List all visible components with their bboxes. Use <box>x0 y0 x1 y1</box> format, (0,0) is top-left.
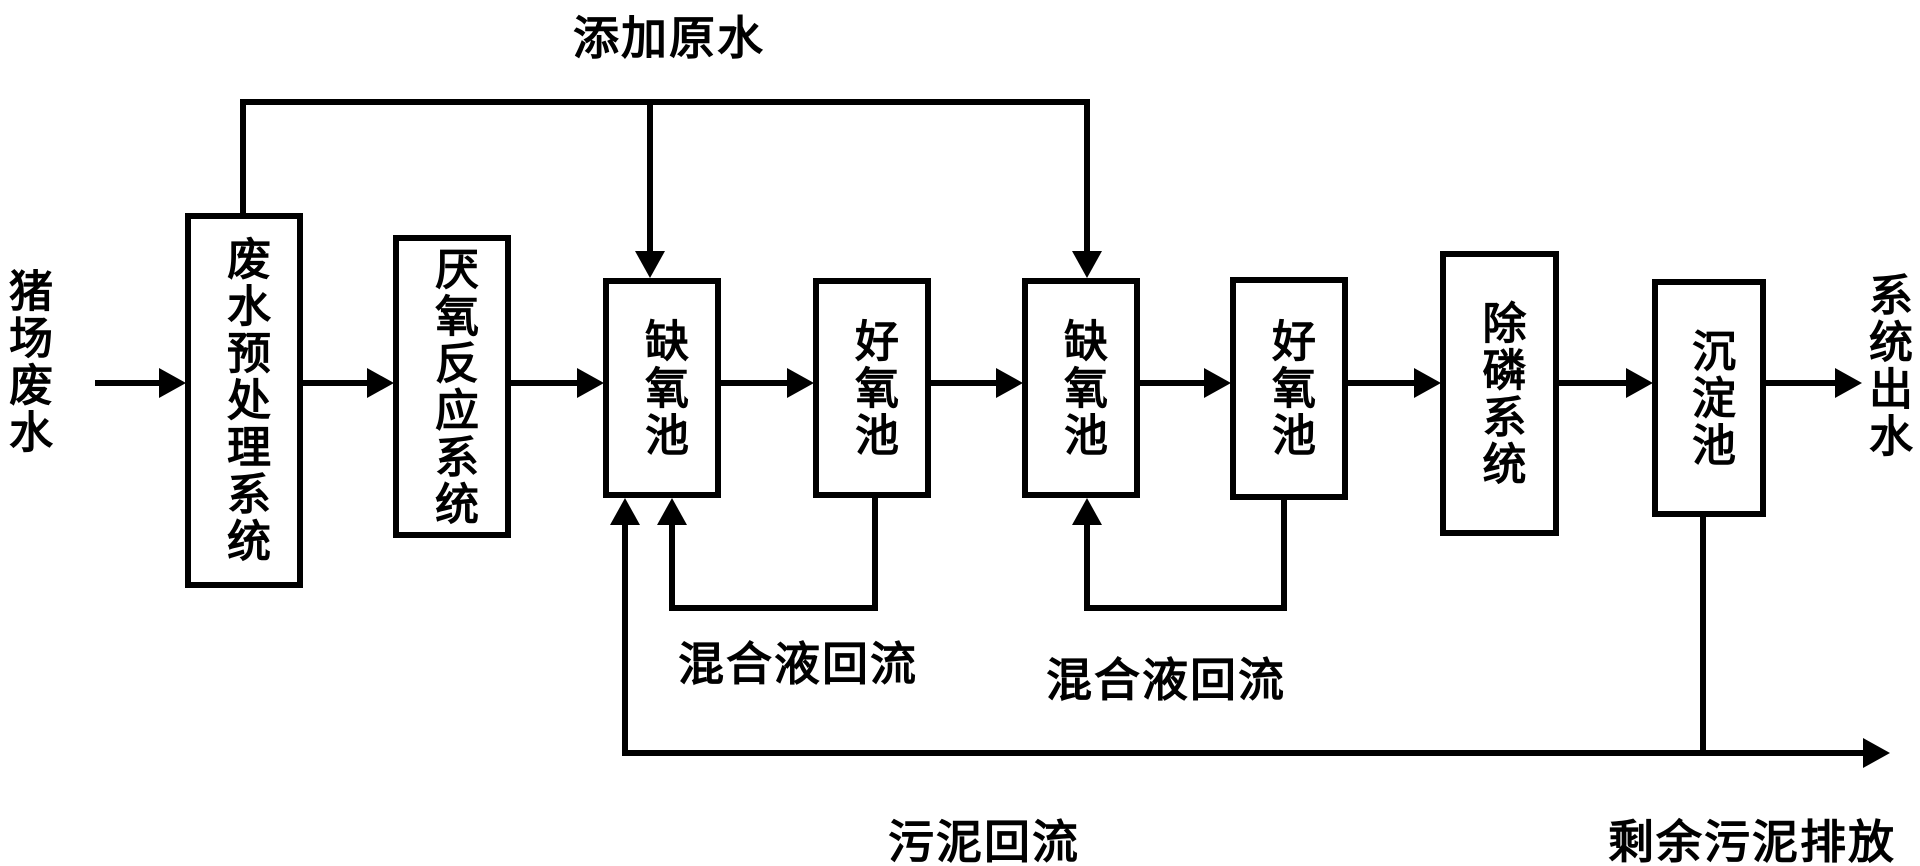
arrowhead-excess-sludge-discharge <box>1863 738 1890 768</box>
pipe-anoxic1-to-aerobic1 <box>721 380 788 386</box>
arrowhead-raw-water-anoxic2 <box>1072 251 1102 278</box>
box-sedimentation: 沉淀池 <box>1652 279 1766 517</box>
pipe-sludge-horizontal <box>622 750 1864 756</box>
pipe-raw-water-header <box>240 99 1090 105</box>
pipe-reflux2-horizontal <box>1084 605 1287 611</box>
box-anaerobic-label: 厌氧反应系统 <box>427 245 478 528</box>
pipe-raw-water-drop-anoxic1 <box>647 99 653 252</box>
arrowhead-aerobic2-to-phosphorus <box>1414 368 1441 398</box>
box-anoxic-2: 缺氧池 <box>1022 278 1140 498</box>
pipe-reflux2-down <box>1281 500 1287 611</box>
pipe-effluent <box>1766 380 1836 386</box>
arrowhead-influent <box>159 368 186 398</box>
source-water-label-wrap: 猪场废水 <box>1 268 52 460</box>
source-water-label: 猪场废水 <box>1 268 52 456</box>
pipe-anaerobic-to-anoxic1 <box>510 380 578 386</box>
system-effluent-label: 系统出水 <box>1861 272 1912 460</box>
add-raw-water-label: 添加原水 <box>573 11 765 65</box>
box-sedimentation-label: 沉淀池 <box>1684 327 1735 469</box>
arrowhead-reflux2 <box>1072 498 1102 525</box>
pipe-aerobic1-to-anoxic2 <box>931 380 997 386</box>
pipe-pretreatment-to-anaerobic <box>302 380 368 386</box>
pipe-phosphorus-to-sedimentation <box>1559 380 1627 386</box>
box-pretreatment-label: 废水预处理系统 <box>219 236 270 565</box>
pipe-sludge-down-from-sedimentation <box>1700 517 1706 756</box>
box-anoxic-2-label: 缺氧池 <box>1056 317 1107 459</box>
box-anaerobic: 厌氧反应系统 <box>393 235 511 538</box>
arrowhead-anoxic1-to-aerobic1 <box>787 368 814 398</box>
arrowhead-phosphorus-to-sedimentation <box>1626 368 1653 398</box>
mixed-liquor-reflux1-label: 混合液回流 <box>678 637 918 691</box>
box-pretreatment: 废水预处理系统 <box>185 213 303 588</box>
system-effluent-label-wrap: 系统出水 <box>1861 272 1912 464</box>
box-aerobic-2: 好氧池 <box>1230 277 1348 500</box>
arrowhead-anoxic2-to-aerobic2 <box>1204 368 1231 398</box>
mixed-liquor-reflux2-label: 混合液回流 <box>1046 653 1286 707</box>
arrowhead-raw-water-anoxic1 <box>635 251 665 278</box>
box-anoxic-1-label: 缺氧池 <box>637 317 688 459</box>
arrowhead-pretreatment-to-anaerobic <box>367 368 394 398</box>
box-aerobic-2-label: 好氧池 <box>1264 318 1315 459</box>
arrowhead-effluent <box>1835 368 1862 398</box>
arrowhead-aerobic1-to-anoxic2 <box>996 368 1023 398</box>
box-aerobic-1: 好氧池 <box>813 278 931 498</box>
arrowhead-sludge-return <box>610 498 640 525</box>
pipe-influent <box>95 380 161 386</box>
pipe-aerobic2-to-phosphorus <box>1348 380 1415 386</box>
box-anoxic-1: 缺氧池 <box>603 278 721 498</box>
pipe-reflux2-up <box>1084 523 1090 611</box>
pipe-sludge-return-up <box>622 523 628 756</box>
arrowhead-reflux1 <box>657 498 687 525</box>
excess-sludge-discharge-label: 剩余污泥排放 <box>1608 815 1896 866</box>
pipe-reflux1-down <box>872 498 878 611</box>
pipe-reflux1-up <box>669 523 675 611</box>
sludge-return-label: 污泥回流 <box>888 815 1080 866</box>
arrowhead-anaerobic-to-anoxic1 <box>577 368 604 398</box>
box-phosphorus-removal-label: 除磷系统 <box>1474 299 1526 488</box>
pipe-raw-water-drop-anoxic2 <box>1084 99 1090 252</box>
box-phosphorus-removal: 除磷系统 <box>1440 251 1559 536</box>
box-aerobic-1-label: 好氧池 <box>847 317 898 459</box>
pipe-reflux1-horizontal <box>669 605 878 611</box>
pipe-raw-water-riser <box>240 99 246 213</box>
pipe-anoxic2-to-aerobic2 <box>1140 380 1205 386</box>
